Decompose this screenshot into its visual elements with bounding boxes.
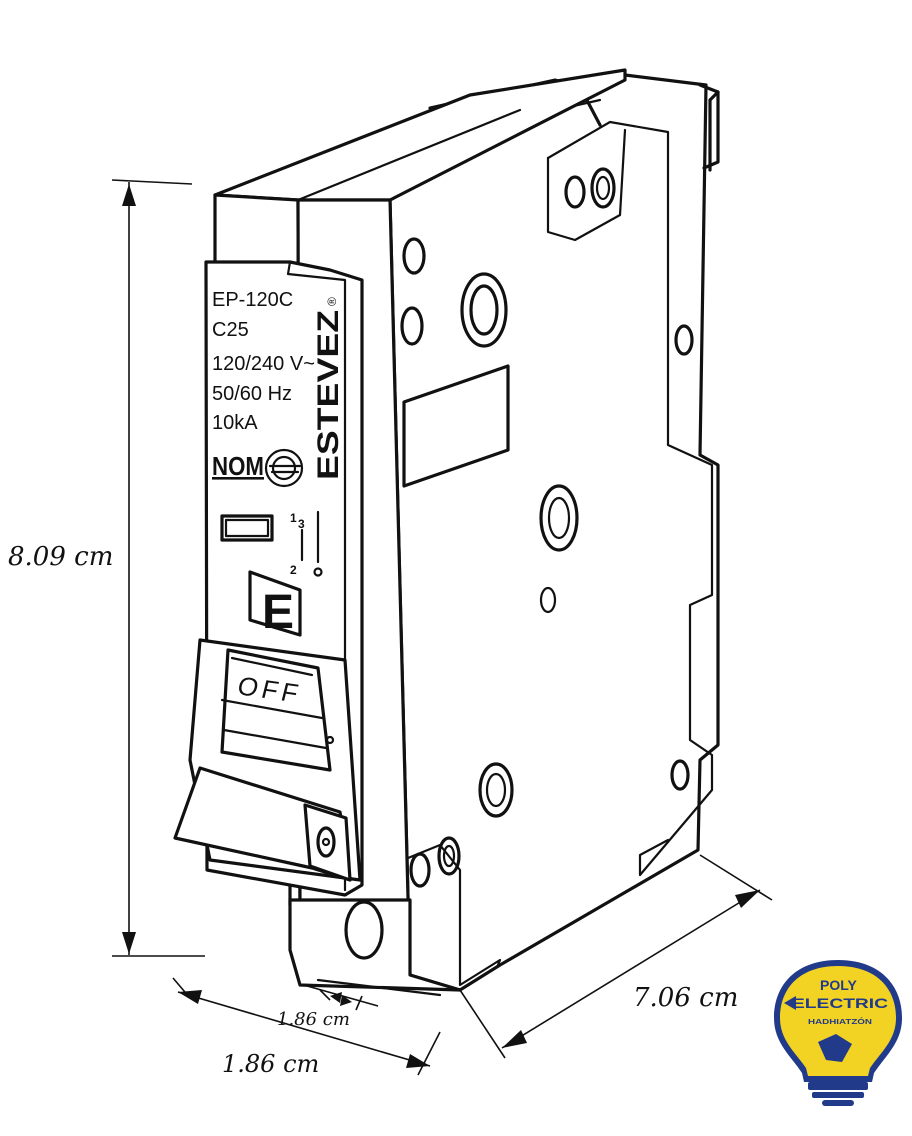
trip-indicator-window	[220, 514, 274, 542]
cert-seal-icon	[264, 448, 304, 488]
nom-cert-text: NOM	[212, 451, 264, 481]
width-inner-label: 1.86 cm	[277, 1009, 350, 1030]
terminal-1-label: 1	[290, 511, 297, 525]
brand-name: ESTEVEZ	[312, 310, 345, 480]
height-label: 8.09 cm	[8, 542, 113, 572]
width-outer-label: 1.86 cm	[222, 1050, 319, 1078]
terminal-3-label: 3	[298, 517, 305, 531]
model-text: EP-120C	[212, 289, 293, 311]
breaker-side-panel	[388, 73, 720, 992]
circuit-symbol-icon: 1 3 2	[290, 510, 323, 577]
curve-text: C25	[212, 319, 249, 341]
depth-label: 7.06 cm	[633, 983, 738, 1013]
brand-emblem-letter: E	[262, 586, 294, 639]
poly-electric-logo: POLY ELECTRIC HADHIATZÓN	[774, 960, 902, 1106]
toggle-switch[interactable]: OFF	[173, 638, 362, 882]
terminal-2-label: 2	[290, 563, 297, 577]
rating-label: EP-120C C25 120/240 V~ 50/60 Hz 10kA NOM…	[212, 289, 345, 639]
side-label-window	[402, 364, 510, 488]
height-dimension: 8.09 cm	[8, 179, 205, 957]
logo-line-3: HADHIATZÓN	[808, 1017, 872, 1026]
voltage-text: 120/240 V~	[212, 353, 315, 375]
depth-dimension: 7.06 cm	[459, 854, 773, 1059]
brand-emblem-icon: E	[248, 570, 302, 639]
brand-mark: ®	[325, 297, 339, 306]
mounting-holes	[400, 167, 694, 888]
logo-plug-icon	[818, 1034, 852, 1062]
width-inner-dimension: 1.86 cm	[277, 983, 379, 1030]
logo-line-1: POLY	[820, 977, 857, 993]
frequency-text: 50/60 Hz	[212, 383, 292, 405]
logo-line-2: ELECTRIC	[792, 995, 888, 1011]
width-outer-dimension: 1.86 cm	[172, 977, 441, 1078]
capacity-text: 10kA	[212, 412, 258, 434]
